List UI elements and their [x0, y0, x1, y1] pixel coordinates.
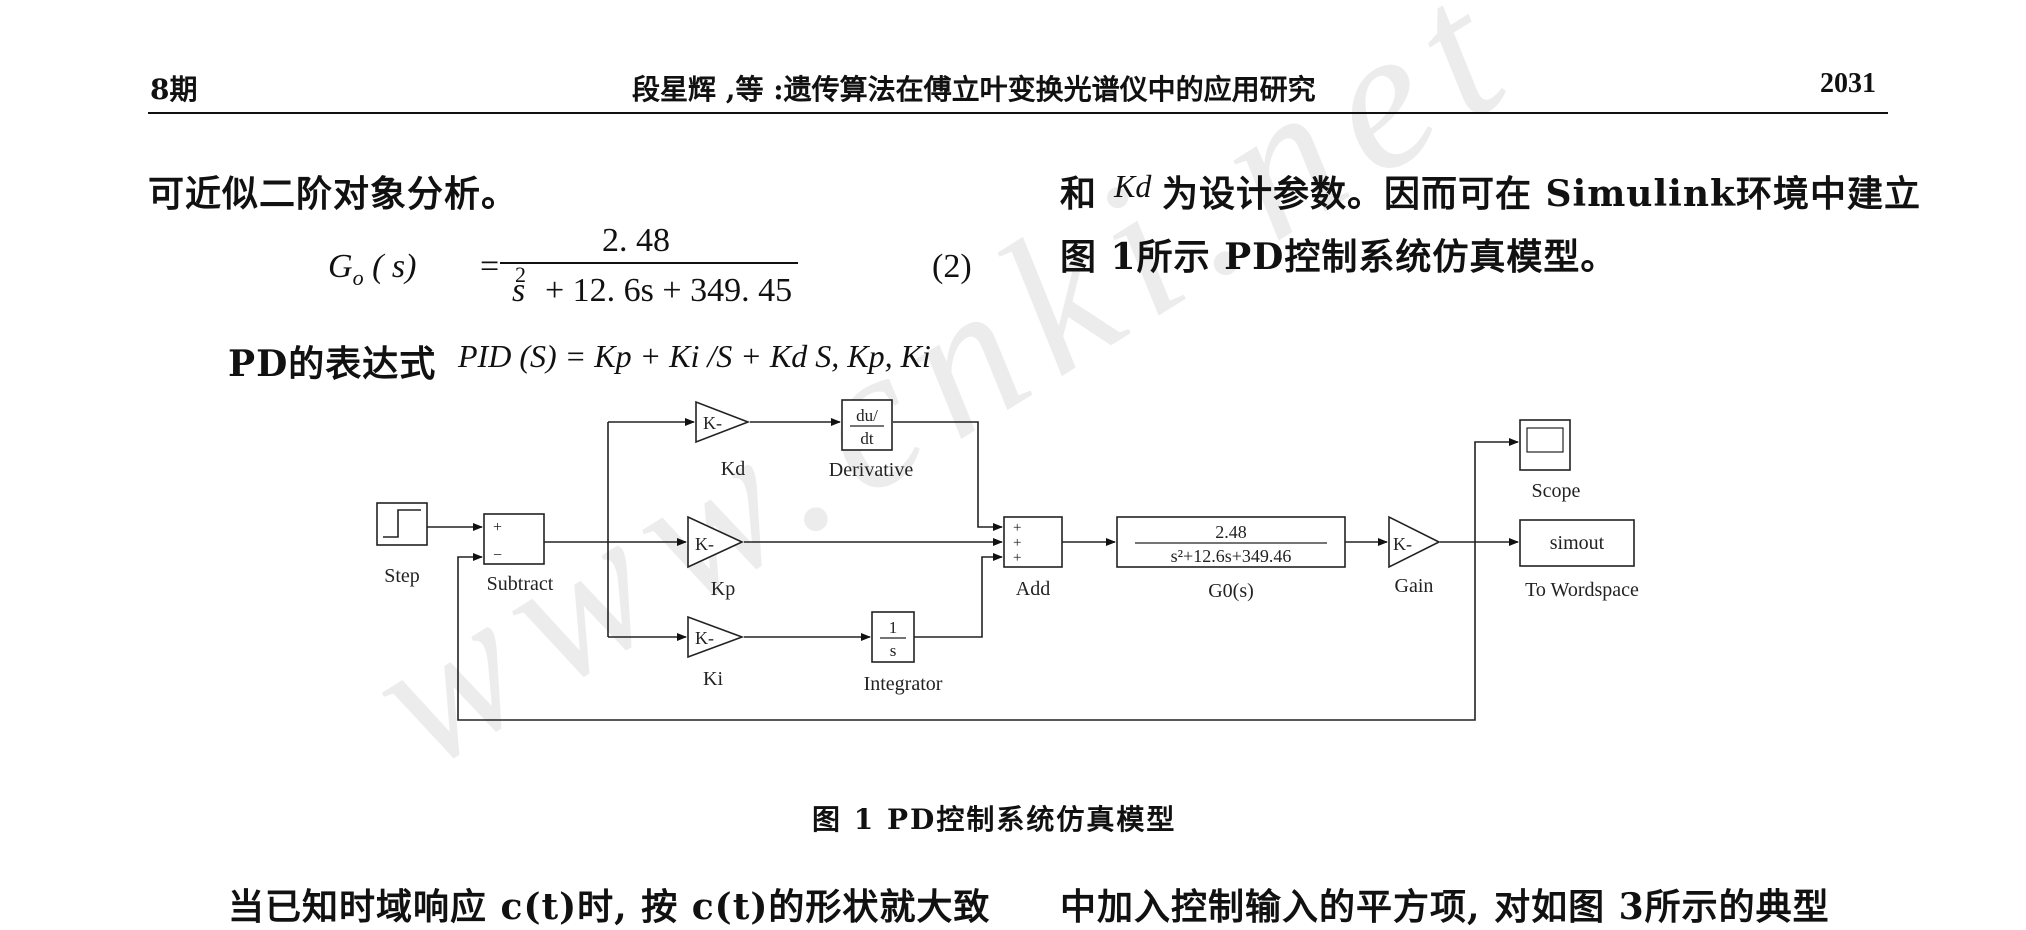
equation-numerator: 2. 48	[602, 222, 670, 259]
step-block: Step	[376, 502, 428, 587]
right-line-2: 图 1所示 PD控制系统仿真模型。	[1060, 236, 1618, 278]
right-line-1-end: 为设计参数。因而可在 Simulink环境中建立	[1162, 173, 1921, 215]
integrator-denominator: s	[890, 641, 897, 660]
g0-denominator: s²+12.6s+349.46	[1171, 546, 1292, 566]
kd-label: Kd	[721, 458, 745, 480]
kd-gain-symbol: K-	[703, 413, 722, 433]
simout-label: simout	[1550, 532, 1605, 554]
header-issue: 8期	[150, 73, 198, 106]
kp-gain-block: K- Kp	[687, 515, 744, 600]
pd-expression-prefix: PD的表达式	[228, 343, 437, 385]
subtract-minus: −	[493, 547, 502, 564]
g0-label: G0(s)	[1208, 580, 1254, 602]
subtract-block: + − Subtract	[483, 513, 554, 595]
g0-transfer-function-block: 2.48 s²+12.6s+349.46 G0(s)	[1116, 516, 1346, 602]
add-label: Add	[1016, 578, 1050, 600]
equation-number: (2)	[932, 248, 972, 285]
equation-lhs: G	[328, 248, 353, 285]
bottom-right-line: 中加入控制输入的平方项, 对如图 3所示的典型	[1060, 886, 1830, 928]
equation-lhs-argument: ( s)	[372, 248, 417, 285]
equation-denominator-s: s	[512, 272, 526, 309]
derivative-denominator: dt	[860, 429, 874, 448]
add-plus-1: +	[1013, 520, 1021, 536]
wire-feedback	[457, 542, 1476, 721]
equation-denominator-exponent: 2	[515, 262, 526, 287]
scope-block: Scope	[1519, 419, 1581, 502]
subtract-label: Subtract	[487, 573, 554, 595]
gain-symbol: K-	[1393, 534, 1412, 554]
equation-denominator: + 12. 6s + 349. 45	[545, 272, 793, 309]
wire-derivative-add	[893, 421, 1003, 531]
derivative-block: du/ dt Derivative	[829, 399, 914, 481]
ki-gain-symbol: K-	[695, 628, 714, 648]
page: www.cnki.net 8期 段星辉 ,等 :遗传算法在傅立叶变换光谱仪中的应…	[148, 0, 1921, 928]
pd-expression-formula: PID (S) = Kp + Ki /S + Kd S, Kp, Ki	[458, 338, 931, 374]
wire-to-scope	[1474, 438, 1519, 542]
add-plus-3: +	[1013, 550, 1021, 566]
derivative-label: Derivative	[829, 459, 914, 481]
to-workspace-block: simout To Wordspace	[1519, 519, 1639, 601]
pd-simulink-diagram: Step + − Subtract K- Kd du/ dt Derivativ…	[376, 399, 1639, 721]
header-title: 段星辉 ,等 :遗传算法在傅立叶变换光谱仪中的应用研究	[632, 73, 1316, 106]
header-rule	[148, 112, 1888, 114]
kp-gain-symbol: K-	[695, 534, 714, 554]
gain-label: Gain	[1395, 575, 1434, 597]
derivative-numerator: du/	[856, 406, 878, 425]
figure-caption: 图 1 PD控制系统仿真模型	[812, 803, 1177, 836]
integrator-label: Integrator	[864, 673, 943, 695]
kd-gain-block: K- Kd	[695, 400, 751, 480]
bottom-left-line: 当已知时域响应 c(t)时, 按 c(t)的形状就大致	[228, 886, 991, 928]
integrator-numerator: 1	[889, 618, 898, 637]
add-plus-2: +	[1013, 535, 1021, 551]
right-line-1-symbol: Kd	[1114, 168, 1152, 204]
equation-lhs-subscript: o	[352, 264, 364, 290]
subtract-plus: +	[493, 519, 502, 536]
step-label: Step	[384, 565, 420, 587]
left-line-1: 可近似二阶对象分析。	[148, 173, 519, 215]
kp-label: Kp	[711, 578, 735, 600]
header-page-number: 2031	[1820, 68, 1876, 99]
ki-label: Ki	[703, 668, 723, 690]
add-block: + + + Add	[1003, 516, 1063, 600]
ki-gain-block: K- Ki	[687, 615, 745, 690]
gain-block: K- Gain	[1388, 515, 1441, 597]
signal-wires	[427, 418, 1519, 721]
equation-equals: =	[480, 248, 500, 285]
fraction-bar	[500, 262, 798, 264]
scope-label: Scope	[1532, 480, 1581, 502]
to-workspace-label: To Wordspace	[1525, 579, 1639, 601]
wire-integrator-add	[914, 553, 1003, 638]
right-line-1-start: 和	[1060, 173, 1098, 215]
g0-numerator: 2.48	[1215, 522, 1247, 542]
integrator-block: 1 s Integrator	[864, 611, 943, 695]
